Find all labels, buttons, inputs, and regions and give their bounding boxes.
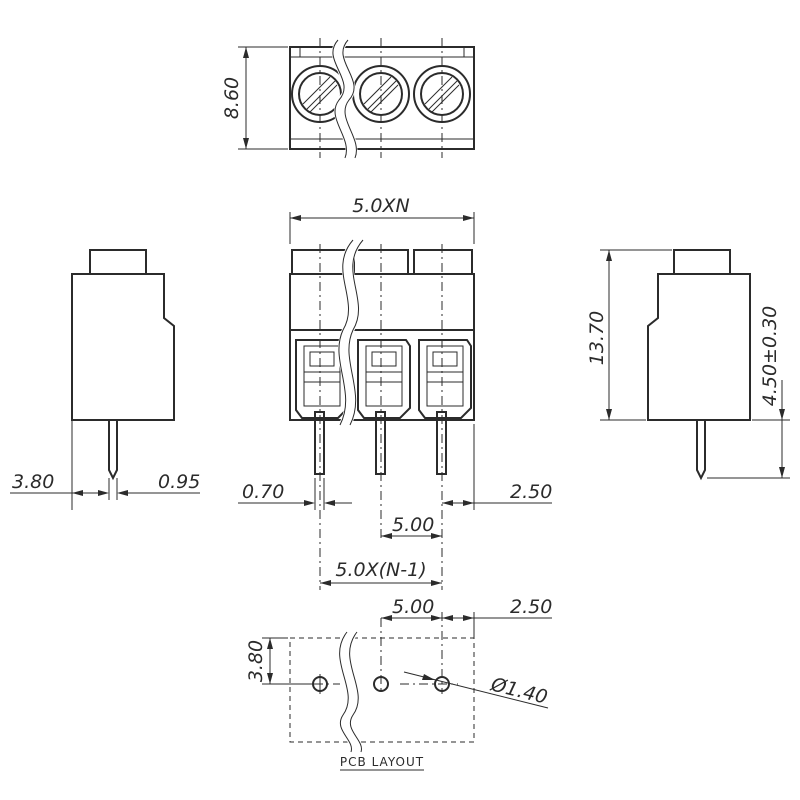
clamp-3 — [418, 339, 472, 419]
dim-pin-length: 4.50±0.30 — [759, 306, 781, 407]
top-view-body — [289, 46, 475, 150]
screw-head-2 — [352, 65, 410, 123]
dim-width-pitch-n: 5.0XN — [352, 195, 409, 217]
clamp-2 — [357, 339, 411, 419]
dim-pin-width-front: 0.70 — [242, 481, 284, 503]
front-view-body — [289, 329, 475, 421]
dim-height-total: 13.70 — [586, 311, 608, 365]
dim-height-top: 8.60 — [221, 77, 243, 119]
pcb-caption: PCB LAYOUT — [340, 755, 424, 769]
dim-pcb-edge: 2.50 — [510, 596, 552, 618]
pcb-layout: 5.00 2.50 3.80 Ø1.40 PCB LAYOUT — [245, 596, 552, 771]
right-side-pin — [696, 420, 706, 481]
dim-pin-width-side: 0.95 — [158, 471, 200, 493]
dim-pitch: 5.00 — [392, 514, 434, 536]
right-side-view: 13.70 4.50±0.30 — [586, 249, 790, 481]
left-side-view: 3.80 0.95 — [10, 249, 200, 510]
dim-side-offset: 3.80 — [12, 471, 54, 493]
dim-pitch-span: 5.0X(N-1) — [335, 559, 426, 581]
dim-edge-offset: 2.50 — [510, 481, 552, 503]
dim-hole-diameter: Ø1.40 — [488, 673, 550, 708]
dim-pcb-pitch: 5.00 — [392, 596, 434, 618]
top-view: 8.60 — [221, 35, 475, 161]
screw-head-3 — [413, 65, 471, 123]
right-side-body — [647, 273, 751, 421]
left-side-pin — [108, 420, 118, 481]
dim-pcb-row-offset: 3.80 — [245, 640, 267, 682]
left-side-body — [71, 273, 175, 421]
front-view: 5.0XN 0.70 2.50 5.00 5.0X(N-1) — [238, 195, 552, 590]
